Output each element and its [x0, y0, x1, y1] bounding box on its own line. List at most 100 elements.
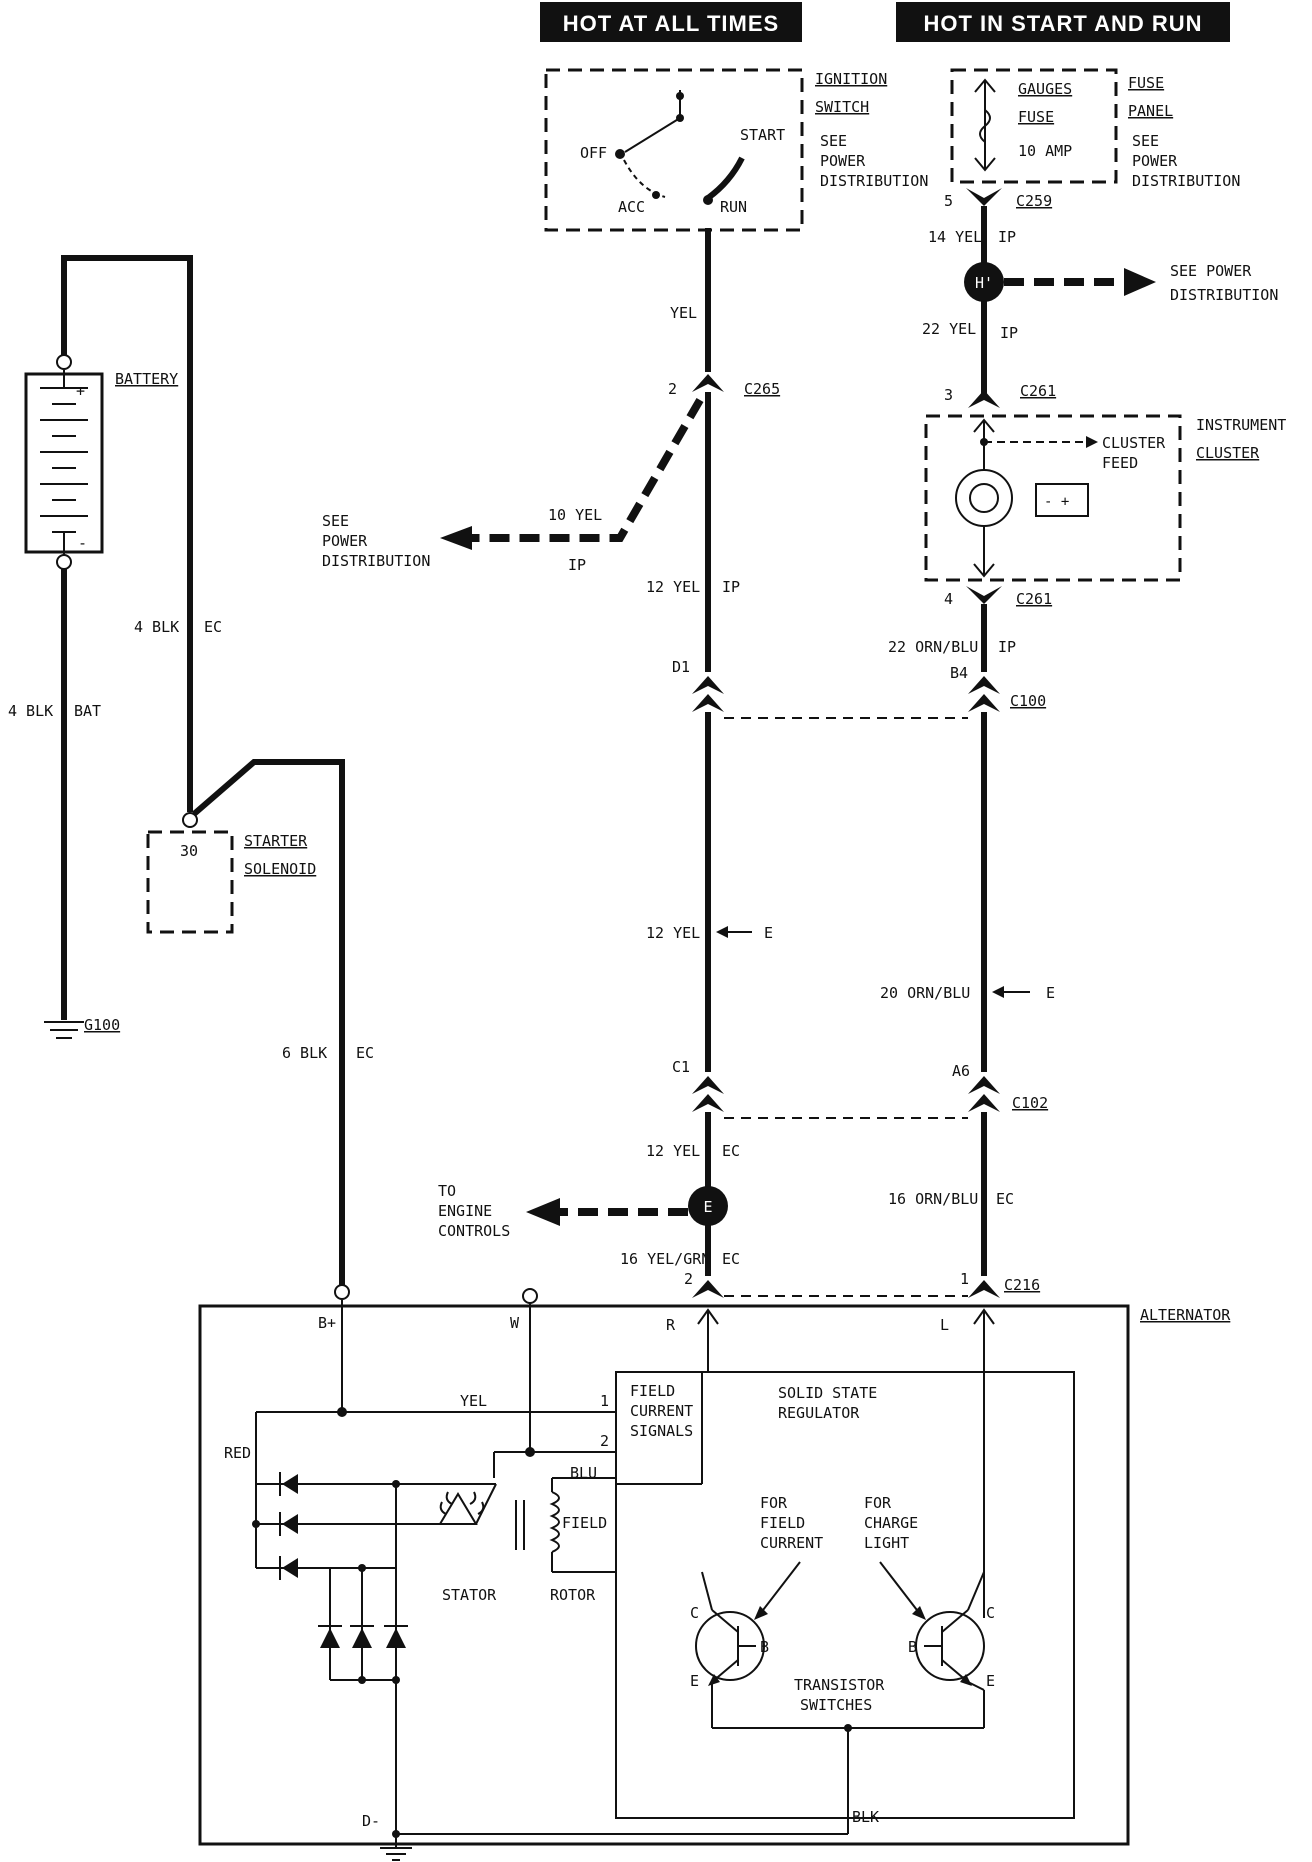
ignition-see-2: POWER [820, 152, 866, 170]
field-label: FIELD [562, 1514, 607, 1532]
c259-name: C259 [1016, 192, 1052, 210]
battery-minus-sign: - [78, 534, 87, 552]
cluster-feed-1: CLUSTER [1102, 434, 1166, 452]
rectifier-diode [282, 1474, 298, 1494]
fuse-see-3: DISTRIBUTION [1132, 172, 1240, 190]
for-charge-light-3: LIGHT [864, 1534, 909, 1552]
alternator-label: ALTERNATOR [1140, 1306, 1231, 1324]
alternator-pin-2: 2 [600, 1432, 609, 1450]
fuse-see-1: SEE [1132, 132, 1159, 150]
instrument-cluster-name-1: INSTRUMENT [1196, 416, 1286, 434]
c259-connector [966, 188, 1002, 206]
orn-blu-circuit: 5 C259 14 YEL IP H' SEE POWER DISTRIBUTI… [880, 188, 1286, 1298]
charge-indicator-lamp [955, 469, 1013, 527]
wire-16yelgrn-gauge: 16 YEL/GRN [620, 1250, 710, 1268]
c265-connector [692, 374, 724, 392]
rectifier-diode [320, 1628, 340, 1648]
ignition-run-label: RUN [720, 198, 747, 216]
engine-controls-2: ENGINE [438, 1202, 492, 1220]
terminal-l-label: L [940, 1316, 949, 1334]
wire-bat-gauge: 4 BLK [8, 702, 53, 720]
stator-label: STATOR [442, 1586, 497, 1604]
see-power-dist-left-1: SEE [322, 512, 349, 530]
ignition-switch-start-run-arc [706, 156, 745, 201]
header-hot-in-start-and-run-text: HOT IN START AND RUN [923, 11, 1202, 36]
field-current-transistor [695, 1611, 765, 1681]
wire-22yel-harness: IP [1000, 324, 1018, 342]
see-power-dist-left-arrow [440, 526, 472, 550]
for-field-current-2: FIELD [760, 1514, 805, 1532]
for-charge-light-2: CHARGE [864, 1514, 918, 1532]
starter-solenoid: 30 STARTER SOLENOID 6 BLK EC [146, 759, 374, 1292]
c102-name: C102 [1012, 1094, 1048, 1112]
see-power-dist-left-2: POWER [322, 532, 368, 550]
wire-16yelgrn-harness: EC [722, 1250, 740, 1268]
instrument-cluster-box [924, 414, 1182, 582]
ground-g100-label: G100 [84, 1016, 120, 1034]
fuse-panel-box [950, 68, 1118, 184]
rotor-field-coil [549, 1491, 560, 1553]
battery: + - BATTERY [24, 255, 193, 812]
starter-solenoid-name-2: SOLENOID [244, 860, 316, 878]
ignition-see-3: DISTRIBUTION [820, 172, 928, 190]
alternator-yel-label: YEL [460, 1392, 487, 1410]
battery-positive-cable [61, 255, 193, 812]
fuse-panel-name-1: FUSE [1128, 74, 1164, 92]
c100-name: C100 [1010, 692, 1046, 710]
wire-20ornblu-gauge: 20 ORN/BLU [880, 984, 970, 1002]
regulator-box [615, 1371, 1075, 1819]
wire-16ornblu-harness: EC [996, 1190, 1014, 1208]
terminal-w [522, 1288, 538, 1304]
engine-controls-3: CONTROLS [438, 1222, 510, 1240]
starter-solenoid-name-1: STARTER [244, 832, 308, 850]
c265-name: C265 [744, 380, 780, 398]
regulator-label-2: REGULATOR [778, 1404, 860, 1422]
see-power-dist-right-2: DISTRIBUTION [1170, 286, 1278, 304]
ignition-see-1: SEE [820, 132, 847, 150]
battery-label: BATTERY [115, 370, 178, 388]
alternator-body [198, 1304, 1130, 1846]
for-field-current-1: FOR [760, 1494, 788, 1512]
alternator-bplus-cable [192, 759, 345, 1292]
cluster-feed-2: FEED [1102, 454, 1138, 472]
wire-12yel-ip-harness: IP [722, 578, 740, 596]
wire-yel-top-label: YEL [670, 304, 697, 322]
c261-bot-pin: 4 [944, 590, 953, 608]
ignition-switch-contact-arm [624, 117, 681, 153]
c261-top-pin: 3 [944, 386, 953, 404]
battery-ground-path: G100 [44, 569, 120, 1039]
c102-pin-a6: A6 [952, 1062, 970, 1080]
wire-12yel-e-gauge: 12 YEL [646, 924, 700, 942]
c265-pin: 2 [668, 380, 677, 398]
header-hot-in-start-and-run: HOT IN START AND RUN [896, 2, 1230, 42]
for-field-current-3: CURRENT [760, 1534, 823, 1552]
fuse-fuse-label: FUSE [1018, 108, 1054, 126]
wire-12yel-ec-harness: EC [722, 1142, 740, 1160]
c100-pin-d1: D1 [672, 658, 690, 676]
field-signals-3: SIGNALS [630, 1422, 693, 1440]
wire-10yel-gauge: 10 YEL [548, 506, 602, 524]
c216-pin-right: 1 [960, 1270, 969, 1288]
wire-bat-harness: BAT [74, 702, 101, 720]
wire-ec-batt-harness: EC [204, 618, 222, 636]
battery-warning-icon [1035, 483, 1089, 517]
battery-warning-icon-glyph: - + [1044, 494, 1069, 510]
regulator-label-1: SOLID STATE [778, 1384, 877, 1402]
alternator-blu-label: BLU [570, 1464, 597, 1482]
alternator-blk-label: BLK [852, 1808, 879, 1826]
see-power-dist-left-3: DISTRIBUTION [322, 552, 430, 570]
engine-controls-arrow [526, 1198, 560, 1226]
wire-12yel-ec-gauge: 12 YEL [646, 1142, 700, 1160]
instrument-cluster-name-2: CLUSTER [1196, 444, 1260, 462]
splice-e-label: E [703, 1198, 712, 1216]
engine-controls-1: TO [438, 1182, 456, 1200]
c259-pin: 5 [944, 192, 953, 210]
splice-h [964, 262, 1004, 302]
header-hot-at-all-times-text: HOT AT ALL TIMES [563, 11, 779, 36]
terminal-bplus-label: B+ [318, 1314, 336, 1332]
wire-14yel-harness: IP [998, 228, 1016, 246]
battery-symbol [24, 372, 104, 554]
starter-solenoid-terminal: 30 [180, 842, 198, 860]
transistor2-e: E [986, 1672, 995, 1690]
